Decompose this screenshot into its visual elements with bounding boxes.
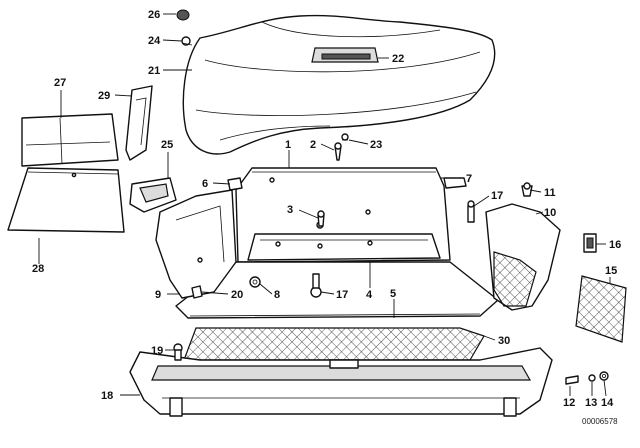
side-net-15 — [575, 275, 627, 343]
clip-part-3 — [317, 210, 325, 227]
callout-8: 8 — [274, 289, 280, 301]
clip-part-20 — [191, 285, 203, 299]
clip-part-24 — [181, 36, 193, 46]
fastener-part-14 — [599, 371, 609, 381]
callout-23: 23 — [370, 139, 382, 151]
clip-part-23 — [341, 133, 349, 141]
clip-part-7 — [443, 177, 467, 189]
callout-15: 15 — [605, 265, 617, 277]
callout-11: 11 — [544, 187, 556, 199]
rear-sill-trim-18 — [129, 347, 553, 417]
callout-14: 14 — [601, 397, 614, 409]
callout-16: 16 — [609, 239, 621, 251]
right-side-trim-10 — [485, 203, 561, 311]
hook-part-16 — [583, 233, 597, 253]
callout-10: 10 — [544, 207, 556, 219]
callout-12: 12 — [563, 397, 575, 409]
clip-part-19 — [173, 343, 183, 361]
callout-17-upper: 17 — [491, 190, 503, 202]
clip-part-26 — [176, 9, 190, 21]
trunk-floor-4 — [247, 233, 441, 261]
trunk-lid-lining — [182, 14, 496, 155]
nut-part-8 — [249, 276, 261, 288]
bolt-part-17-upper — [467, 200, 475, 223]
floor-cover-28 — [7, 167, 125, 233]
clip-part-11 — [521, 182, 533, 197]
callout-25: 25 — [161, 139, 173, 151]
leader-lines — [38, 13, 611, 397]
drawing-code: 00006578 — [582, 417, 618, 426]
callout-3: 3 — [287, 204, 293, 216]
callout-26: 26 — [148, 9, 160, 21]
callout-27: 27 — [54, 77, 66, 89]
callout-24: 24 — [148, 35, 161, 47]
trim-strip-29 — [125, 85, 153, 161]
callout-labels: 26 24 21 22 27 29 2 23 1 25 6 7 17 11 3 … — [32, 9, 621, 426]
callout-9: 9 — [155, 289, 161, 301]
lid-grip-handle — [311, 47, 379, 63]
callout-19: 19 — [151, 345, 163, 357]
screw-part-2 — [334, 142, 342, 161]
callout-7: 7 — [466, 173, 472, 185]
clip-part-6 — [227, 177, 243, 191]
callout-2: 2 — [310, 139, 316, 151]
callout-18: 18 — [101, 390, 113, 402]
callout-17-lower: 17 — [336, 289, 348, 301]
callout-13: 13 — [585, 397, 597, 409]
cargo-net-30 — [183, 327, 485, 361]
callout-1: 1 — [285, 139, 291, 151]
side-trim-panel-27 — [21, 113, 119, 167]
callout-21: 21 — [148, 65, 160, 77]
bolt-part-17-lower — [310, 273, 322, 298]
bracket-box-25 — [129, 177, 177, 213]
callout-30: 30 — [498, 335, 510, 347]
floor-mat-5 — [175, 261, 499, 319]
callout-28: 28 — [32, 263, 44, 275]
callout-20: 20 — [231, 289, 243, 301]
left-side-trim-9 — [155, 189, 237, 299]
callout-29: 29 — [98, 90, 110, 102]
callout-6: 6 — [202, 178, 208, 190]
callout-5: 5 — [390, 288, 396, 300]
callout-4: 4 — [366, 289, 373, 301]
fastener-part-12 — [565, 375, 579, 385]
fastener-part-13 — [588, 374, 596, 382]
callout-22: 22 — [392, 53, 404, 65]
